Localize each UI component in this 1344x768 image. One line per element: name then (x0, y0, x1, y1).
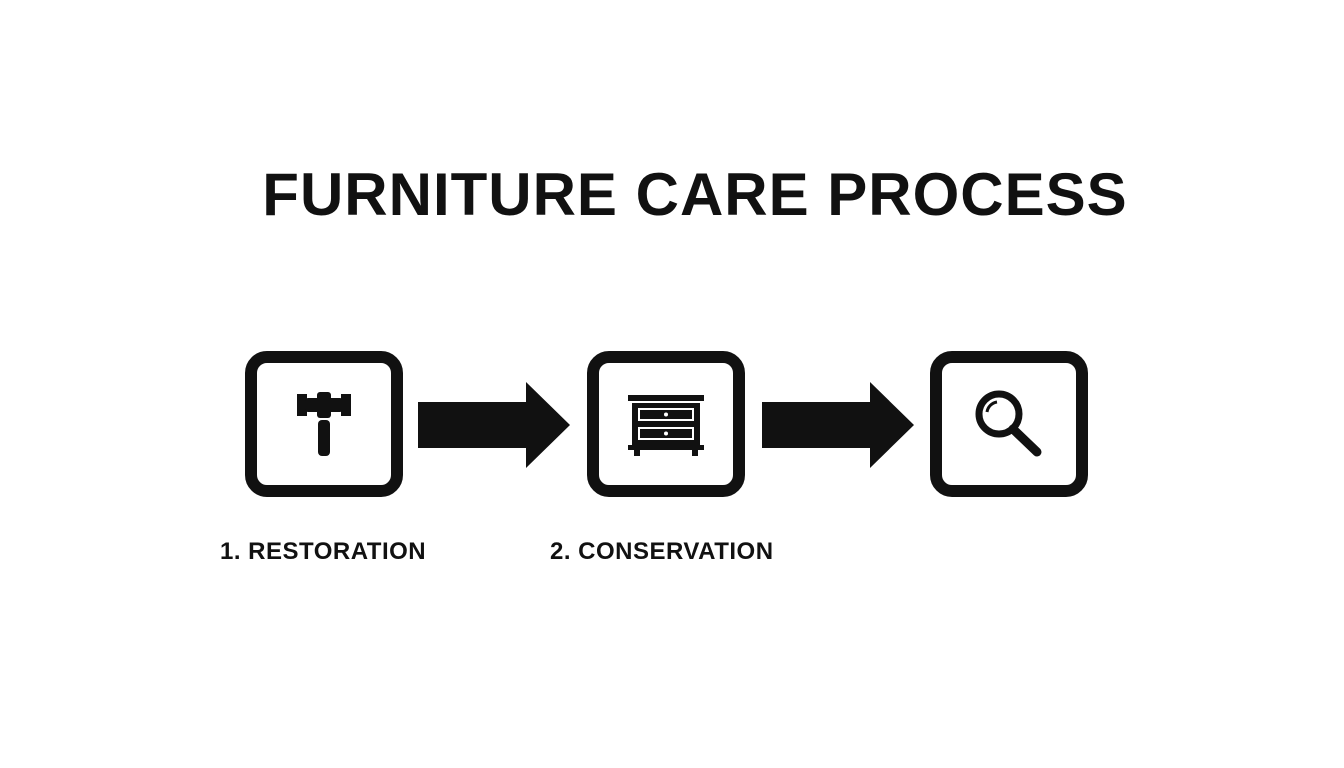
arrow-2 (762, 382, 914, 468)
step-1-label: 1. RESTORATION (220, 538, 427, 565)
step-1-box (245, 351, 403, 497)
arrow-1 (418, 382, 570, 468)
diagram-title: FURNITURE CARE PROCESS (262, 161, 1128, 228)
hammer-icon (289, 384, 359, 464)
step-3-box (930, 351, 1088, 497)
magnifier-icon (969, 386, 1049, 462)
step-2-label: 2. CONSERVATION (550, 538, 774, 565)
step-2-box (587, 351, 745, 497)
dresser-icon (626, 389, 706, 459)
